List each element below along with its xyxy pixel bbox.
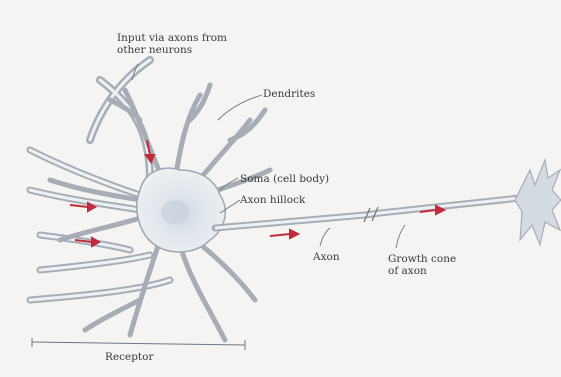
receptor-bracket [32,338,245,350]
growth-cone-label: Growth cone of axon [388,253,456,277]
input-label-line-2: other neurons [117,44,227,56]
axon-hillock-label: Axon hillock [240,194,305,206]
soma-label: Soma (cell body) [240,173,329,185]
growth-cone-line-2: of axon [388,265,456,277]
input-label-line-1: Input via axons from [117,32,227,44]
input-axons-label: Input via axons from other neurons [117,32,227,56]
growth-cone [515,160,561,245]
nucleus [161,200,189,224]
axon-label: Axon [313,251,340,263]
receptor-label: Receptor [105,351,154,363]
growth-cone-line-1: Growth cone [388,253,456,265]
dendrites-label: Dendrites [263,88,315,100]
